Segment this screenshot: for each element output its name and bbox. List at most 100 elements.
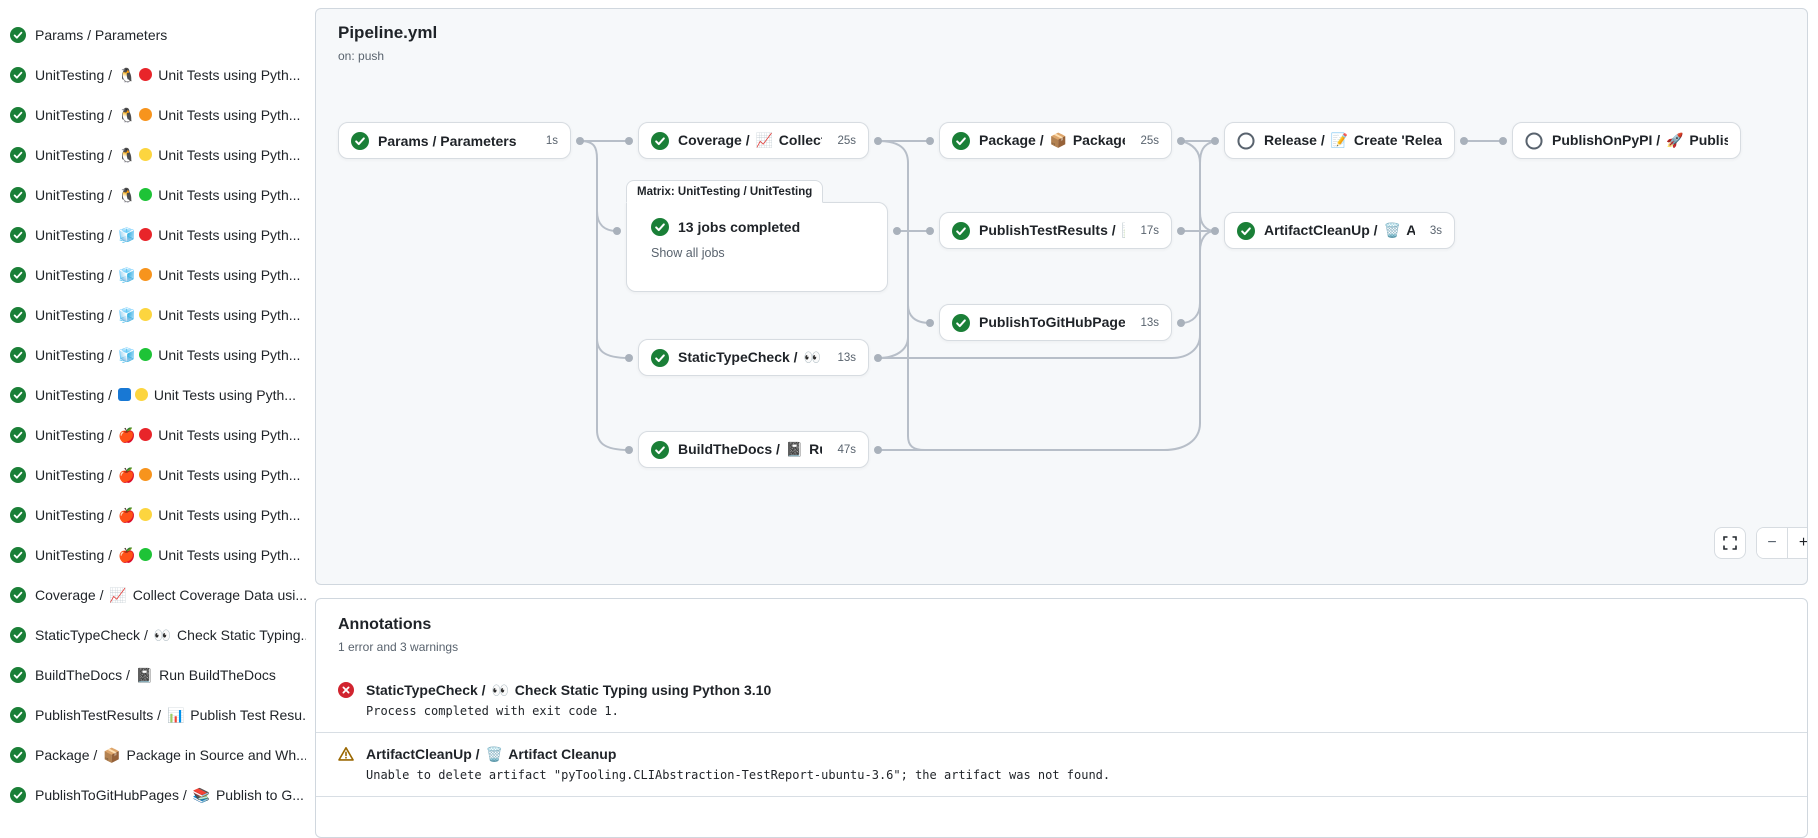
bar-chart-icon: 📊 bbox=[1122, 223, 1126, 239]
penguin-icon: 🐧 bbox=[117, 187, 136, 204]
success-icon bbox=[10, 307, 26, 323]
sidebar-job-buildthedocs[interactable]: BuildTheDocs / 📓 Run BuildTheDocs bbox=[0, 655, 312, 695]
success-icon bbox=[10, 427, 26, 443]
sidebar-job-unittesting[interactable]: UnitTesting / 🧊 Unit Tests using Pyth... bbox=[0, 255, 312, 295]
circle-orange-icon bbox=[139, 467, 153, 481]
annotations-summary: 1 error and 3 warnings bbox=[338, 640, 459, 654]
pipeline-node-publishtogithubpages[interactable]: PublishToGitHubPages / 📚 ...13s bbox=[939, 304, 1172, 341]
sidebar-job-label: UnitTesting / 🐧 Unit Tests using Pyth... bbox=[35, 66, 301, 84]
annotations-panel: Annotations 1 error and 3 warnings Stati… bbox=[315, 598, 1808, 838]
success-icon bbox=[952, 313, 970, 332]
sidebar-job-label: UnitTesting / 🍎 Unit Tests using Pyth... bbox=[35, 506, 301, 524]
warning-icon bbox=[338, 746, 354, 762]
node-duration: 3s bbox=[1429, 224, 1442, 237]
annotations-header: Annotations 1 error and 3 warnings bbox=[316, 599, 1807, 668]
fullscreen-icon bbox=[1723, 536, 1737, 550]
node-label: StaticTypeCheck / 👀 Chec... bbox=[678, 349, 821, 366]
fullscreen-button[interactable] bbox=[1714, 527, 1746, 559]
sidebar-job-label: UnitTesting / 🧊 Unit Tests using Pyth... bbox=[35, 266, 301, 284]
sidebar-job-label: UnitTesting / 🍎 Unit Tests using Pyth... bbox=[35, 426, 301, 444]
eyes-icon: 👀 bbox=[153, 627, 172, 644]
annotation-message: Unable to delete artifact "pyTooling.CLI… bbox=[366, 768, 1111, 782]
bar-chart-icon: 📊 bbox=[166, 707, 185, 724]
sidebar-job-label: UnitTesting / 🐧 Unit Tests using Pyth... bbox=[35, 146, 301, 164]
sidebar-job-publishtogithubpages[interactable]: PublishToGitHubPages / 📚 Publish to G... bbox=[0, 775, 312, 815]
zoom-in-button[interactable]: + bbox=[1788, 528, 1807, 558]
node-duration: 25s bbox=[1140, 134, 1159, 147]
node-label: PublishOnPyPI / 🚀 Publish to ... bbox=[1552, 132, 1728, 149]
circle-yellow-icon bbox=[139, 507, 153, 521]
success-icon bbox=[10, 467, 26, 483]
books-icon: 📚 bbox=[192, 787, 211, 804]
pipeline-node-publishtestresults[interactable]: PublishTestResults / 📊 Pu...17s bbox=[939, 212, 1172, 249]
sidebar-job-coverage[interactable]: Coverage / 📈 Collect Coverage Data usi..… bbox=[0, 575, 312, 615]
sidebar-job-publishtestresults[interactable]: PublishTestResults / 📊 Publish Test Resu… bbox=[0, 695, 312, 735]
sidebar-job-label: PublishToGitHubPages / 📚 Publish to G... bbox=[35, 786, 304, 804]
pipeline-node-coverage[interactable]: Coverage / 📈 Collect Cove...25s bbox=[638, 122, 869, 159]
sidebar-job-unittesting[interactable]: UnitTesting / 🧊 Unit Tests using Pyth... bbox=[0, 295, 312, 335]
sidebar-job-unittesting[interactable]: UnitTesting / 🍎 Unit Tests using Pyth... bbox=[0, 495, 312, 535]
pipeline-node-package[interactable]: Package / 📦 Package in So...25s bbox=[939, 122, 1172, 159]
success-icon bbox=[651, 440, 669, 459]
sidebar-job-unittesting[interactable]: UnitTesting / 🍎 Unit Tests using Pyth... bbox=[0, 455, 312, 495]
memo-icon: 📝 bbox=[1330, 133, 1349, 149]
square-blue-icon bbox=[117, 388, 131, 401]
sidebar-job-unittesting[interactable]: UnitTesting / 🐧 Unit Tests using Pyth... bbox=[0, 95, 312, 135]
sidebar-job-unittesting[interactable]: UnitTesting / 🐧 Unit Tests using Pyth... bbox=[0, 55, 312, 95]
sidebar-job-label: UnitTesting / Unit Tests using Pyth... bbox=[35, 387, 296, 403]
pipeline-node-release[interactable]: Release / 📝 Create 'Release P... bbox=[1224, 122, 1455, 159]
circle-yellow-icon bbox=[134, 388, 148, 401]
circle-yellow-icon bbox=[139, 147, 153, 161]
show-all-jobs-link[interactable]: Show all jobs bbox=[651, 246, 725, 260]
success-icon bbox=[10, 147, 26, 163]
annotation-body: StaticTypeCheck / 👀 Check Static Typing … bbox=[366, 682, 771, 718]
success-icon bbox=[10, 267, 26, 283]
chart-increasing-icon: 📈 bbox=[755, 133, 773, 149]
sidebar-job-unittesting[interactable]: UnitTesting / 🐧 Unit Tests using Pyth... bbox=[0, 175, 312, 215]
sidebar-job-params[interactable]: Params / Parameters bbox=[0, 15, 312, 55]
sidebar-job-statictypecheck[interactable]: StaticTypeCheck / 👀 Check Static Typing.… bbox=[0, 615, 312, 655]
node-duration: 13s bbox=[1140, 316, 1159, 329]
matrix-tab-label: Matrix: UnitTesting / UnitTesting bbox=[626, 180, 824, 203]
skipped-icon bbox=[1237, 131, 1255, 150]
sidebar-job-label: UnitTesting / 🍎 Unit Tests using Pyth... bbox=[35, 546, 301, 564]
success-icon bbox=[651, 348, 669, 367]
sidebar-job-label: UnitTesting / 🐧 Unit Tests using Pyth... bbox=[35, 106, 301, 124]
zoom-control: − + bbox=[1756, 527, 1807, 559]
sidebar-job-package[interactable]: Package / 📦 Package in Source and Wh... bbox=[0, 735, 312, 775]
matrix-node[interactable]: 13 jobs completed Show all jobs bbox=[626, 202, 888, 292]
sidebar-job-unittesting[interactable]: UnitTesting / 🐧 Unit Tests using Pyth... bbox=[0, 135, 312, 175]
pipeline-node-artifactcleanup[interactable]: ArtifactCleanUp / 🗑️ Artifac...3s bbox=[1224, 212, 1455, 249]
pipeline-node-buildthedocs[interactable]: BuildTheDocs / 📓 Run Buil...47s bbox=[638, 431, 869, 468]
sidebar-job-unittesting[interactable]: UnitTesting / Unit Tests using Pyth... bbox=[0, 375, 312, 415]
sidebar-job-label: UnitTesting / 🍎 Unit Tests using Pyth... bbox=[35, 466, 301, 484]
sidebar-job-label: UnitTesting / 🧊 Unit Tests using Pyth... bbox=[35, 306, 301, 324]
zoom-out-button[interactable]: − bbox=[1757, 528, 1789, 558]
success-icon bbox=[10, 787, 26, 803]
sidebar-job-unittesting[interactable]: UnitTesting / 🍎 Unit Tests using Pyth... bbox=[0, 415, 312, 455]
skipped-icon bbox=[1525, 131, 1543, 150]
annotation-title[interactable]: ArtifactCleanUp / 🗑️ Artifact Cleanup bbox=[366, 746, 617, 763]
penguin-icon: 🐧 bbox=[117, 147, 136, 164]
sidebar-job-unittesting[interactable]: UnitTesting / 🧊 Unit Tests using Pyth... bbox=[0, 215, 312, 255]
chart-increasing-icon: 📈 bbox=[109, 587, 127, 604]
annotation-title[interactable]: StaticTypeCheck / 👀 Check Static Typing … bbox=[366, 682, 772, 699]
success-icon bbox=[10, 67, 26, 83]
sidebar-job-unittesting[interactable]: UnitTesting / 🍎 Unit Tests using Pyth... bbox=[0, 535, 312, 575]
pipeline-node-statictypecheck[interactable]: StaticTypeCheck / 👀 Chec...13s bbox=[638, 339, 869, 376]
pipeline-node-publishonpypi[interactable]: PublishOnPyPI / 🚀 Publish to ... bbox=[1512, 122, 1741, 159]
sidebar-job-unittesting[interactable]: UnitTesting / 🧊 Unit Tests using Pyth... bbox=[0, 335, 312, 375]
success-icon bbox=[10, 227, 26, 243]
node-label: Release / 📝 Create 'Release P... bbox=[1264, 132, 1442, 149]
node-label: Coverage / 📈 Collect Cove... bbox=[678, 132, 823, 149]
circle-red-icon bbox=[139, 227, 153, 241]
sidebar-job-label: Package / 📦 Package in Source and Wh... bbox=[35, 746, 306, 764]
circle-orange-icon bbox=[139, 107, 153, 121]
success-icon bbox=[651, 218, 669, 236]
sidebar-job-label: PublishTestResults / 📊 Publish Test Resu… bbox=[35, 706, 306, 724]
sidebar-job-label: Params / Parameters bbox=[35, 27, 168, 43]
